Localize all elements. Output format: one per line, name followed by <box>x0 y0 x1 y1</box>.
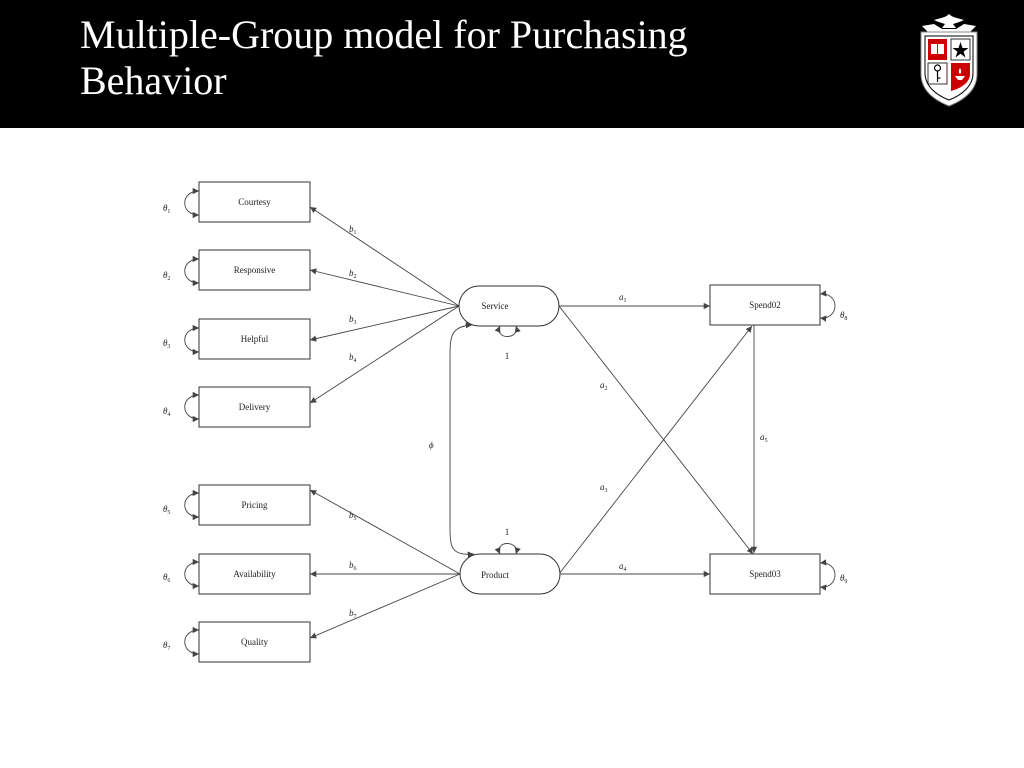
indicator-label: Quality <box>241 637 268 647</box>
error-label-theta6: θ6 <box>163 572 170 584</box>
error-label-theta4: θ4 <box>163 406 170 418</box>
latent-service: Service <box>458 285 560 327</box>
edge-service-responsive <box>309 268 460 307</box>
error-label-theta1: θ1 <box>163 203 170 215</box>
loading-label-b1: b1 <box>349 224 357 236</box>
shield-crest-icon <box>920 14 978 107</box>
product-variance-label: 1 <box>505 527 510 537</box>
slide-title: Multiple-Group model for Purchasing Beha… <box>80 12 860 104</box>
edge-service-courtesy <box>309 206 460 307</box>
outcome-spend03: Spend03 <box>709 553 821 595</box>
edge-product-quality <box>309 573 461 639</box>
path-label-a3: a3 <box>600 482 608 494</box>
indicator-label: Availability <box>233 569 276 579</box>
indicator-label: Helpful <box>241 334 269 344</box>
indicator-label: Pricing <box>242 500 268 510</box>
spend03-error-loop <box>819 559 836 591</box>
title-bar: Multiple-Group model for Purchasing Beha… <box>0 0 1024 128</box>
error-label-theta2: θ2 <box>163 270 170 282</box>
indicator-helpful: Helpful <box>198 318 311 360</box>
service-variance-loop <box>494 325 521 337</box>
error-label-theta9: θ9 <box>840 573 847 585</box>
path-label-a4: a4 <box>619 561 627 573</box>
spend02-error-loop <box>819 290 836 322</box>
error-label-theta3: θ3 <box>163 338 170 350</box>
path-label-a2: a2 <box>600 380 608 392</box>
edge-service-delivery <box>309 305 460 404</box>
edge-a3 <box>558 325 753 575</box>
loading-label-b6: b6 <box>349 560 357 572</box>
product-variance-loop <box>494 543 521 555</box>
path-label-a5: a5 <box>760 432 768 444</box>
delivery-error-loop <box>184 391 200 423</box>
outcome-label: Spend03 <box>749 569 781 579</box>
edge-product-pricing <box>309 489 461 575</box>
indicator-label: Responsive <box>234 265 276 275</box>
service-variance-label: 1 <box>505 351 510 361</box>
edge-service-helpful <box>309 305 460 342</box>
helpful-error-loop <box>184 324 200 356</box>
pricing-error-loop <box>184 489 200 521</box>
path-label-a1: a1 <box>619 292 627 304</box>
indicator-courtesy: Courtesy <box>198 181 311 223</box>
courtesy-error-loop <box>184 187 200 219</box>
latent-label: Service <box>482 301 509 311</box>
slide-title-line-1: Multiple-Group model for Purchasing <box>80 12 688 57</box>
loading-label-b5: b5 <box>349 510 357 522</box>
covariance-arc <box>449 322 475 558</box>
loading-label-b3: b3 <box>349 314 357 326</box>
loading-label-b7: b7 <box>349 608 357 620</box>
error-label-theta7: θ7 <box>163 640 170 652</box>
indicator-responsive: Responsive <box>198 249 311 291</box>
quality-error-loop <box>184 626 200 658</box>
loading-label-b4: b4 <box>349 352 357 364</box>
slide-title-line-2: Behavior <box>80 58 227 103</box>
error-label-theta5: θ5 <box>163 504 170 516</box>
loading-label-b2: b2 <box>349 268 357 280</box>
indicator-label: Courtesy <box>238 197 271 207</box>
outcome-spend02: Spend02 <box>709 284 821 326</box>
indicator-availability: Availability <box>198 553 311 595</box>
indicator-quality: Quality <box>198 621 311 663</box>
path-diagram: Courtesy Responsive Helpful Delivery Pri… <box>163 181 847 663</box>
outcome-label: Spend02 <box>749 300 781 310</box>
responsive-error-loop <box>184 255 200 287</box>
latent-product: Product <box>459 553 561 595</box>
availability-error-loop <box>184 558 200 590</box>
indicator-pricing: Pricing <box>198 484 311 526</box>
covariance-label: ϕ <box>429 440 434 450</box>
error-label-theta8: θ8 <box>840 310 847 322</box>
latent-label: Product <box>481 570 509 580</box>
indicator-label: Delivery <box>239 402 271 412</box>
indicator-delivery: Delivery <box>198 386 311 428</box>
edge-a2 <box>558 305 754 555</box>
